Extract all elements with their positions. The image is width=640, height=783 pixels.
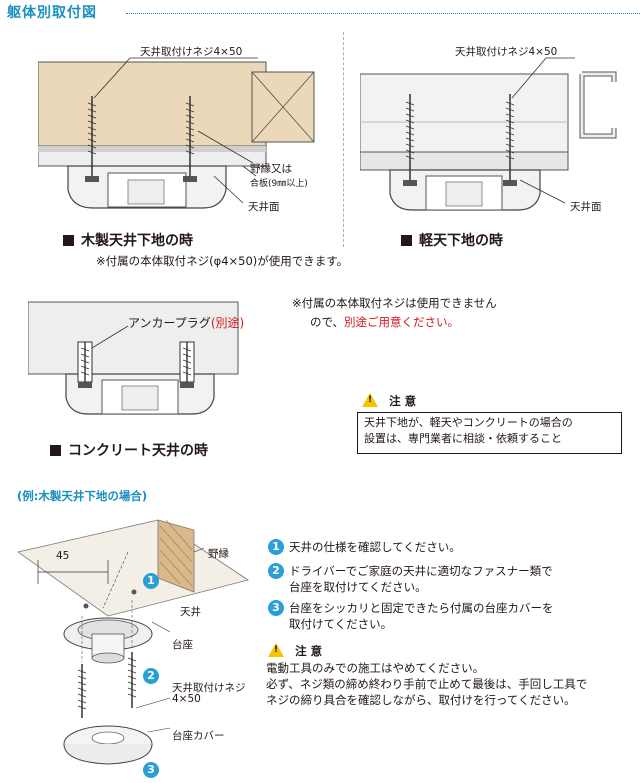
label-screw-size: 4×50 [172, 693, 201, 705]
step-badge-3: 3 [143, 762, 159, 778]
anchor-label: アンカープラグ(別途) [128, 314, 244, 331]
installation-example-diagram [17, 519, 249, 765]
label-ceiling: 天井 [180, 606, 201, 618]
anchor-separate-label: (別途) [210, 316, 245, 330]
step-badge-1: 1 [143, 573, 159, 589]
wood-edge-sublabel: 合板(9㎜以上) [250, 179, 308, 189]
caution1-line2: 設置は、専門業者に相談・依頼すること [364, 432, 562, 445]
example-title: (例:木製天井下地の場合) [17, 489, 148, 503]
wood-ceiling-diagram [38, 57, 315, 209]
step-2-text-2: 台座を取付けてください。 [289, 580, 427, 594]
caution1-line1: 天井下地が、軽天やコンクリートの場合の [364, 416, 573, 429]
step-3-number: 3 [268, 600, 284, 616]
warning-icon: ! [268, 643, 284, 657]
light-caption-text: 軽天下地の時 [419, 233, 503, 249]
dimension-label: 45 [56, 550, 70, 562]
header-divider [126, 13, 640, 14]
caution1-title: 注 意 [389, 394, 417, 408]
step-2-number: 2 [268, 563, 284, 579]
caution1-heading: ! 注 意 [362, 390, 416, 409]
light-caption: 軽天下地の時 [401, 230, 503, 250]
concrete-caption-text: コンクリート天井の時 [68, 443, 208, 459]
caution2-line2: 必ず、ネジ類の締め終わり手前で止めて最後は、手回し工具で [266, 677, 588, 691]
anchor-label-text: アンカープラグ [128, 316, 211, 330]
label-noen: 野縁 [208, 548, 229, 560]
wood-caption: 木製天井下地の時 [63, 230, 193, 250]
step-2: 2 ドライバーでご家庭の天井に適切なファスナー類で 台座を取付けてください。 [268, 563, 553, 595]
wood-note: ※付属の本体取付ネジ(φ4×50)が使用できます。 [96, 254, 349, 268]
light-steel-diagram [360, 57, 617, 211]
concrete-note-2a: ので、 [310, 315, 345, 329]
caution2-line3: ネジの締り具合を確認しながら、取付けを行ってください。 [266, 693, 576, 707]
page-title: 躯体別取付図 [7, 5, 97, 21]
caution2-heading: ! 注 意 [268, 640, 322, 659]
concrete-note-2: ので、別途ご用意ください。 [310, 314, 459, 330]
header-bar: 躯体別取付図 [0, 0, 640, 28]
wood-surface-label: 天井面 [248, 201, 280, 213]
wood-screw-label: 天井取付けネジ4×50 [140, 46, 243, 58]
step-3-text-1: 台座をシッカリと固定できたら付属の台座カバーを [289, 601, 554, 615]
step-3-text-2: 取付けてください。 [289, 617, 393, 631]
step-1-text: 天井の仕様を確認してください。 [289, 540, 461, 554]
caution1-box: 天井下地が、軽天やコンクリートの場合の 設置は、専門業者に相談・依頼すること [357, 412, 622, 454]
concrete-caption: コンクリート天井の時 [50, 440, 208, 460]
step-2-text-1: ドライバーでご家庭の天井に適切なファスナー類で [289, 564, 553, 578]
step-badge-2: 2 [143, 668, 159, 684]
concrete-note-1: ※付属の本体取付ネジは使用できません [292, 296, 497, 310]
label-cover: 台座カバー [172, 730, 225, 742]
wood-edge-label: 野縁又は [250, 163, 292, 175]
concrete-note-2b: 別途ご用意ください。 [344, 315, 460, 329]
step-1: 1 天井の仕様を確認してください。 [268, 539, 461, 555]
concrete-ceiling-diagram [28, 301, 239, 415]
label-base: 台座 [172, 639, 193, 651]
caution2-title: 注 意 [295, 644, 323, 658]
section-divider [343, 32, 344, 247]
light-surface-label: 天井面 [570, 201, 602, 213]
wood-caption-text: 木製天井下地の時 [81, 233, 193, 249]
caution2-line1: 電動工具のみでの施工はやめてください。 [266, 661, 485, 675]
label-screw: 天井取付けネジ [172, 682, 246, 694]
warning-icon: ! [362, 393, 378, 407]
step-1-number: 1 [268, 539, 284, 555]
step-3: 3 台座をシッカリと固定できたら付属の台座カバーを 取付けてください。 [268, 600, 554, 632]
light-screw-label: 天井取付けネジ4×50 [455, 46, 558, 58]
